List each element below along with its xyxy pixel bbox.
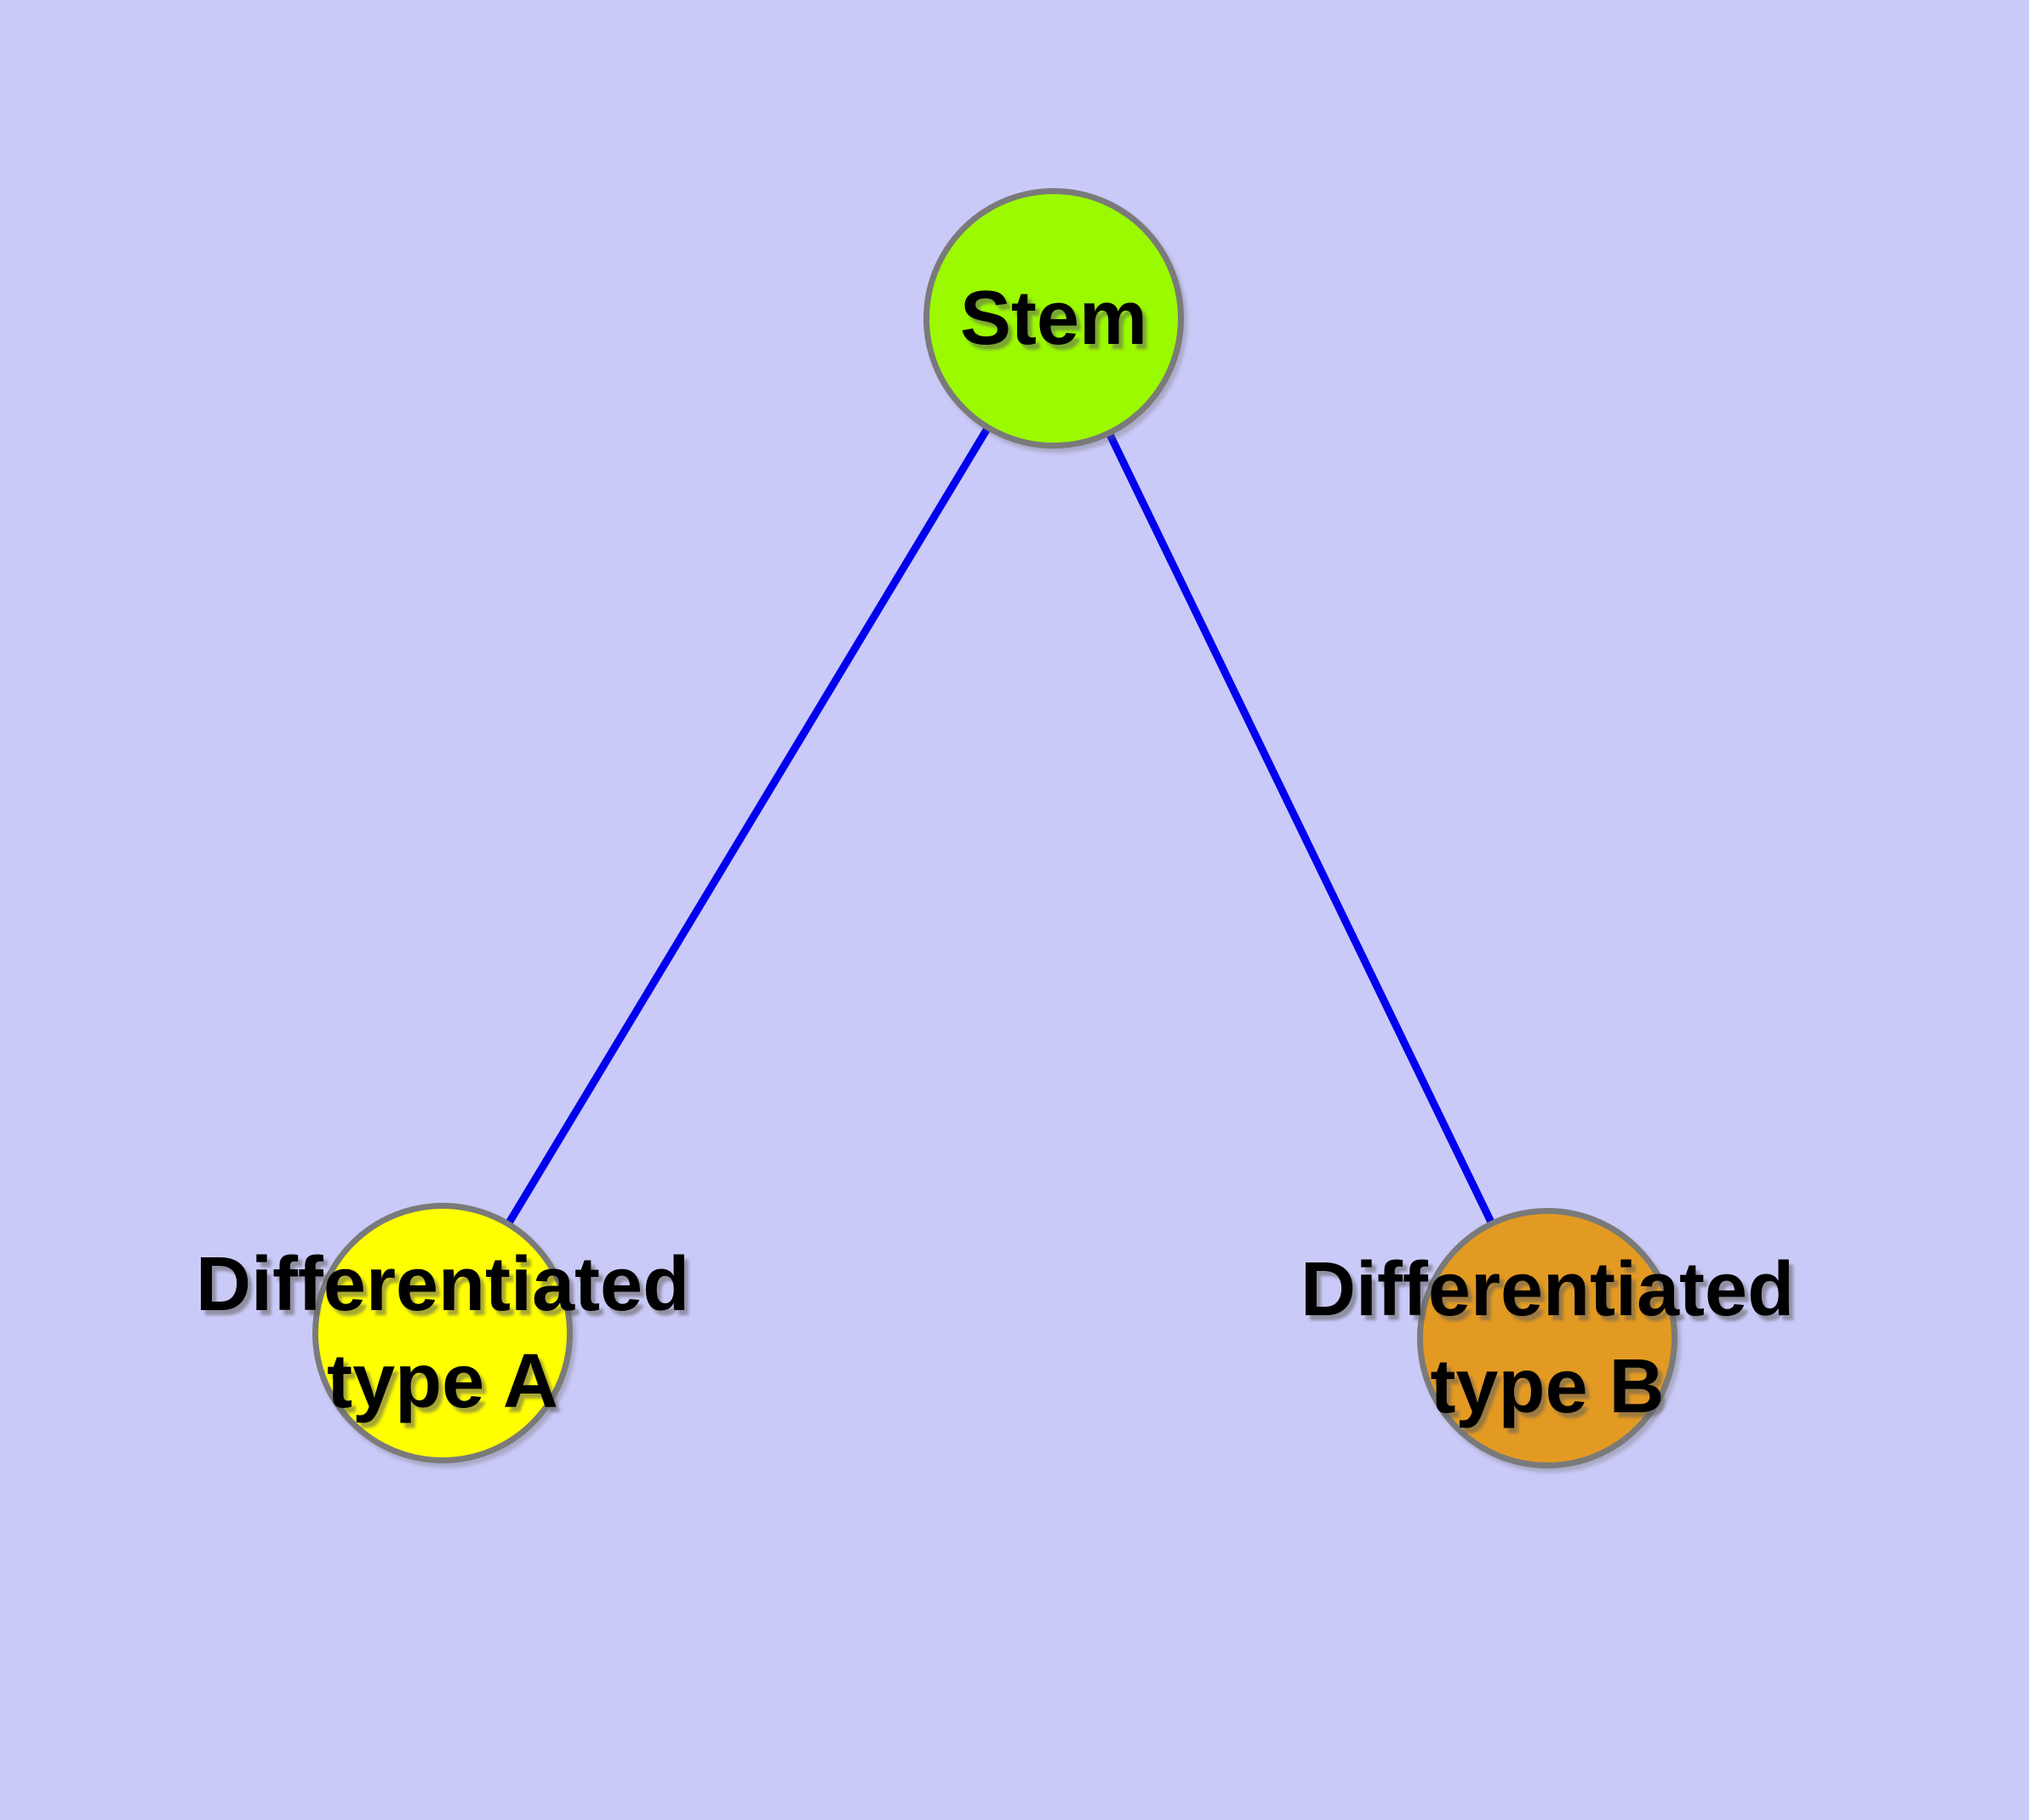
label-line: type B — [1430, 1344, 1665, 1429]
label-line: type A — [327, 1339, 558, 1424]
edge-stem-to-type-a — [438, 314, 1058, 1337]
node-differentiated-type-b-circle — [1417, 1208, 1677, 1468]
node-stem-circle — [923, 188, 1184, 449]
node-label-differentiated-type-a: Differentiated type A — [196, 1236, 689, 1430]
node-label-differentiated-type-b: Differentiated type B — [1300, 1241, 1794, 1435]
label-line: Stem — [959, 276, 1148, 361]
node-label-stem: Stem — [960, 270, 1147, 367]
label-line: Differentiated — [195, 1242, 690, 1327]
label-line: Differentiated — [1300, 1247, 1795, 1332]
node-differentiated-type-a-circle — [312, 1203, 573, 1463]
edge-stem-to-type-b — [1049, 314, 1552, 1342]
